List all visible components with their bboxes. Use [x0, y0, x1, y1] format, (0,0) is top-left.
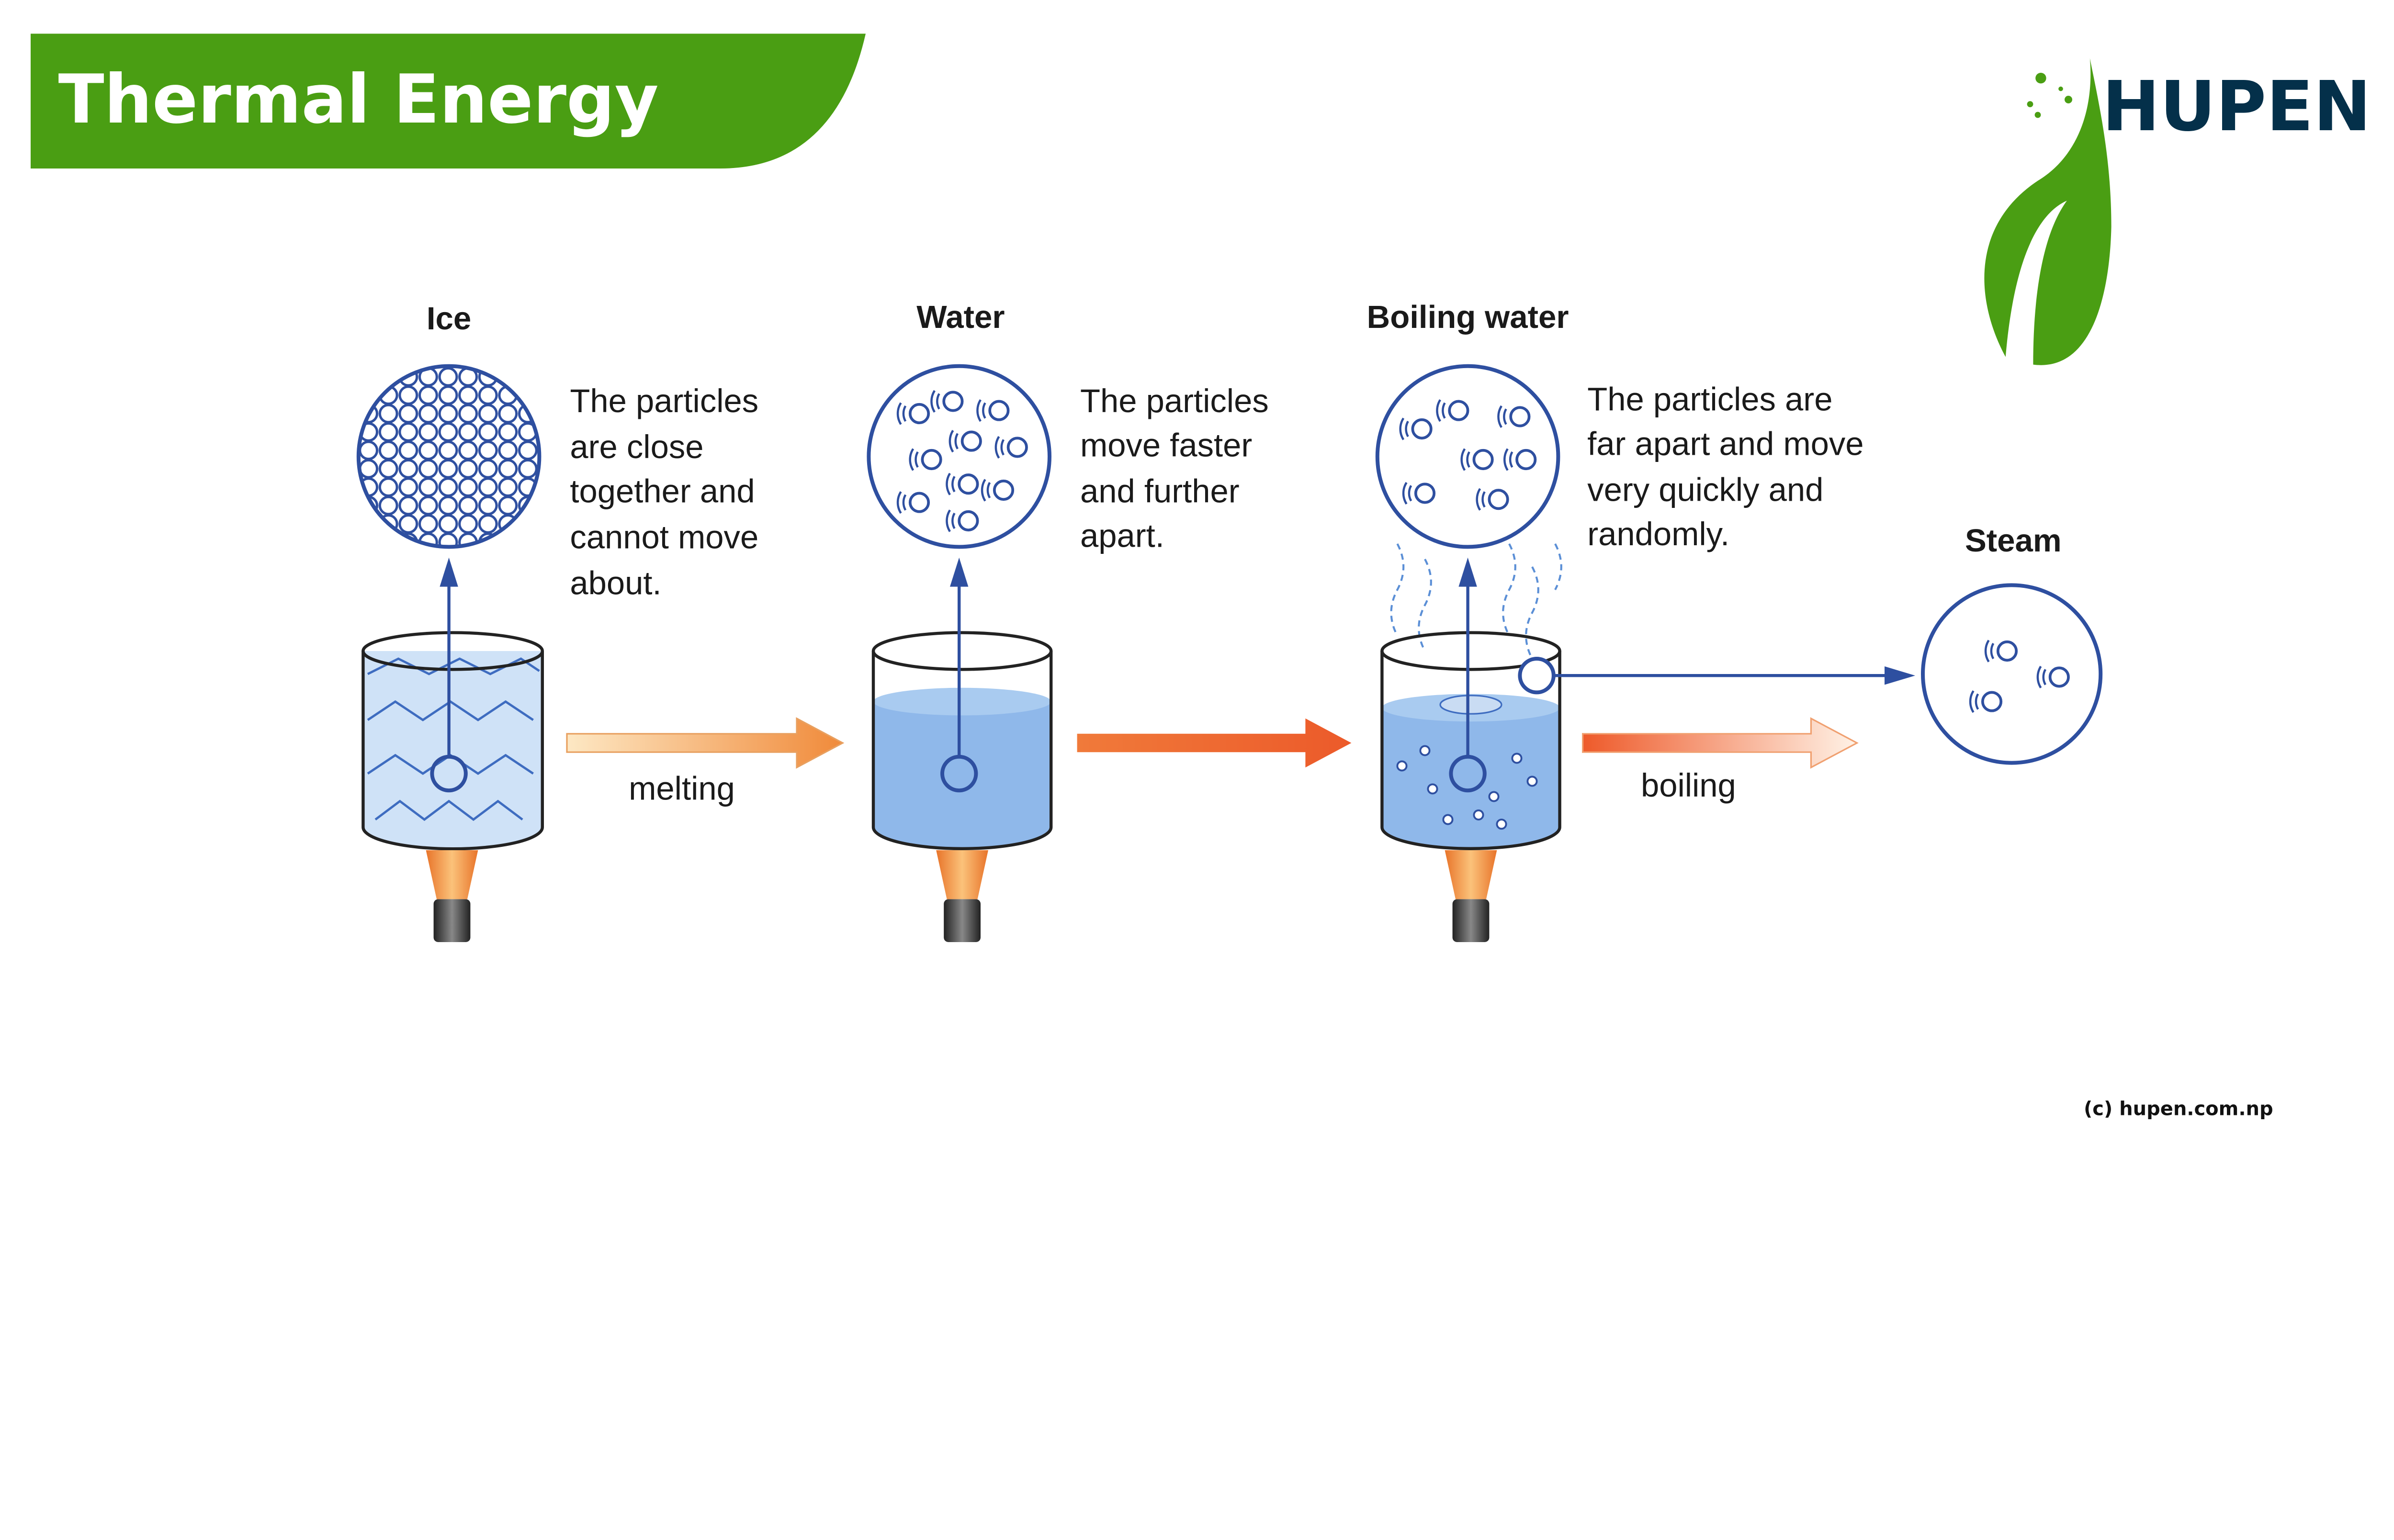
melting-arrow — [566, 717, 845, 769]
copyright: (c) hupen.com.np — [2084, 1098, 2273, 1120]
label-ice: Ice — [427, 301, 471, 337]
steam-particle-circle — [1920, 583, 2103, 765]
steam-wisps — [1390, 543, 1562, 659]
svg-text:The particles: The particles — [570, 382, 758, 419]
brand-name: HUPEN — [2102, 66, 2371, 146]
svg-text:apart.: apart. — [1080, 517, 1164, 554]
svg-text:and further: and further — [1080, 473, 1240, 510]
svg-text:The particles: The particles — [1080, 382, 1269, 419]
svg-text:randomly.: randomly. — [1587, 516, 1729, 552]
title-banner — [30, 34, 866, 169]
svg-text:cannot move: cannot move — [570, 519, 758, 556]
svg-text:The particles are: The particles are — [1587, 381, 1832, 418]
label-steam: Steam — [1965, 523, 2062, 559]
svg-text:together and: together and — [570, 473, 755, 510]
water-particle-circle — [867, 364, 1051, 549]
leaf-icon — [1984, 58, 2112, 365]
ice-beaker — [361, 557, 544, 851]
svg-text:about.: about. — [570, 565, 661, 602]
water-description: The particles move faster and further ap… — [1080, 382, 1269, 554]
boiling-arrow — [1581, 717, 1859, 769]
ice-description: The particles are close together and can… — [570, 382, 758, 602]
svg-text:very quickly and: very quickly and — [1587, 471, 1823, 508]
svg-text:move faster: move faster — [1080, 427, 1252, 464]
label-boiling-water: Boiling water — [1367, 299, 1569, 335]
ice-particle-circle — [356, 364, 542, 549]
melting-label: melting — [629, 770, 735, 807]
heating-arrow — [1077, 718, 1352, 768]
thermal-energy-diagram: Thermal Energy HUPEN Ice Water Boiling w… — [30, 34, 2371, 1120]
boiling-beaker — [1380, 557, 1561, 850]
page-title: Thermal Energy — [58, 60, 659, 139]
boiling-label: boiling — [1641, 767, 1736, 804]
boiling-particle-circle — [1375, 364, 1560, 549]
water-burner — [936, 850, 988, 942]
svg-text:far apart and move: far apart and move — [1587, 425, 1863, 462]
boiling-burner — [1445, 850, 1497, 942]
svg-text:are close: are close — [570, 428, 703, 465]
boiling-description: The particles are far apart and move ver… — [1587, 381, 1863, 553]
steam-connector-arrow — [1553, 666, 1915, 685]
water-beaker — [871, 557, 1053, 850]
label-water: Water — [916, 299, 1005, 335]
ice-burner — [426, 850, 478, 942]
